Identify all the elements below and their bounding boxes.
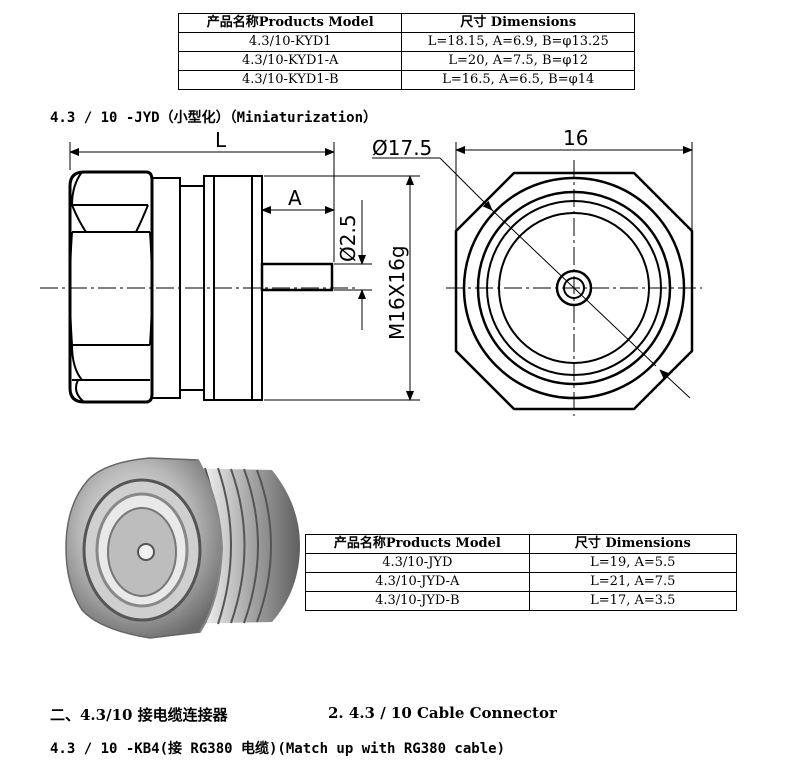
dimension-label-diameter: Ø17.5 <box>372 136 432 160</box>
dimension-label-A: A <box>288 186 302 210</box>
table-row: 4.3/10-KYD1-B L=16.5, A=6.5, B=φ14 <box>177 70 635 90</box>
dimensions-cell: L=17, A=3.5 <box>528 591 738 611</box>
dimension-label-hex: 16 <box>563 126 588 150</box>
section-title-jyd: 4.3 / 10 -JYD（小型化）（Miniaturization） <box>50 110 378 126</box>
spec-table-kyd1: 产品名称Products Model 尺寸 Dimensions 4.3/10-… <box>177 13 635 90</box>
dimension-label-L: L <box>215 128 227 152</box>
table-row: 4.3/10-JYD-A L=21, A=7.5 <box>305 572 738 592</box>
column-header-dimensions: 尺寸 Dimensions <box>528 534 738 554</box>
section-title-cable-connector-cn: 二、4.3/10 接电缆连接器 <box>50 706 228 724</box>
dimension-outer-diameter <box>372 157 691 399</box>
dimension-A <box>261 200 335 264</box>
dimension-L <box>69 142 335 262</box>
model-cell: 4.3/10-JYD <box>305 553 530 573</box>
dimensions-cell: L=21, A=7.5 <box>528 572 738 592</box>
product-photo <box>65 457 300 639</box>
spec-table-jyd: 产品名称Products Model 尺寸 Dimensions 4.3/10-… <box>305 534 738 611</box>
table-row: 4.3/10-JYD-B L=17, A=3.5 <box>305 591 738 611</box>
section-title-kb4: 4.3 / 10 -KB4(接 RG380 电缆)(Match up with … <box>50 741 506 757</box>
model-cell: 4.3/10-KYD1-B <box>177 70 403 90</box>
model-cell: 4.3/10-JYD-B <box>305 591 530 611</box>
dimension-hex <box>455 142 693 231</box>
dimension-pin-diameter <box>334 200 372 330</box>
table-row: 4.3/10-KYD1-A L=20, A=7.5, B=φ12 <box>177 51 635 71</box>
table-row: 4.3/10-JYD L=19, A=5.5 <box>305 553 738 573</box>
section-title-cable-connector-en: 2. 4.3 / 10 Cable Connector <box>328 704 557 722</box>
model-cell: 4.3/10-KYD1-A <box>177 51 403 71</box>
dimensions-cell: L=19, A=5.5 <box>528 553 738 573</box>
dimension-thread <box>264 175 420 401</box>
dimensions-cell: L=16.5, A=6.5, B=φ14 <box>401 70 635 90</box>
dimension-label-pin: Ø2.5 <box>336 214 360 262</box>
table-header-row: 产品名称Products Model 尺寸 Dimensions <box>305 534 738 554</box>
dimension-label-thread: M16X16g <box>385 245 409 340</box>
column-header-model: 产品名称Products Model <box>305 534 530 554</box>
model-cell: 4.3/10-JYD-A <box>305 572 530 592</box>
